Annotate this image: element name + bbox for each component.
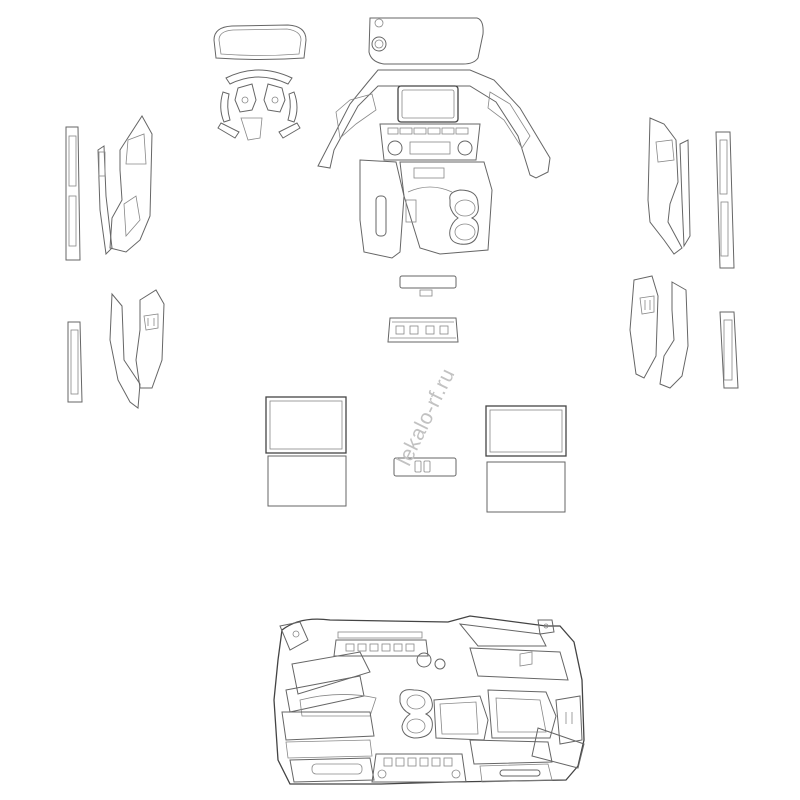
front-left-door-strip bbox=[65, 126, 81, 261]
left-screen-upper bbox=[265, 396, 347, 454]
climate-control-panel bbox=[379, 123, 481, 161]
front-left-door-panel bbox=[97, 115, 153, 256]
rear-view-mirror-panel bbox=[368, 17, 484, 65]
front-right-door-strip bbox=[715, 131, 735, 269]
steering-wheel-trim bbox=[217, 69, 301, 141]
dashboard-top-trim bbox=[317, 69, 551, 179]
watermark-text: lekalo-rf.ru bbox=[393, 365, 460, 470]
right-screen-lower bbox=[486, 461, 566, 513]
small-console-strip bbox=[399, 275, 457, 297]
window-switch-panel bbox=[387, 317, 459, 343]
front-right-door-panel bbox=[647, 117, 691, 255]
rear-left-door-strip bbox=[67, 321, 83, 403]
nested-cut-layout bbox=[273, 615, 585, 785]
rear-right-door-panel bbox=[629, 275, 689, 389]
seat-heater-button-panel bbox=[393, 457, 457, 477]
center-console bbox=[359, 159, 493, 259]
rear-left-door-panel bbox=[109, 289, 165, 409]
left-screen-lower bbox=[267, 455, 347, 507]
right-screen-upper bbox=[485, 405, 567, 457]
instrument-cluster-hood bbox=[213, 24, 307, 60]
rear-right-door-strip bbox=[719, 311, 739, 389]
infotainment-screen bbox=[397, 85, 459, 123]
